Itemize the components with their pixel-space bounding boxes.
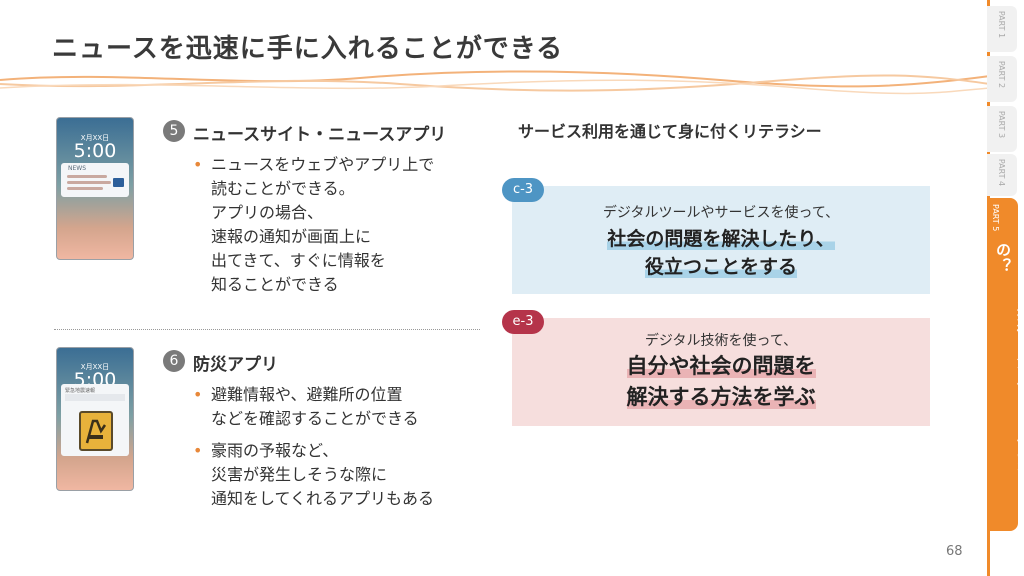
section-divider bbox=[54, 329, 480, 330]
tab-part-5-active[interactable]: PART 5 デジタル技術を活用すると何ができるの？ bbox=[987, 198, 1024, 531]
box-e3-intro: デジタル技術を使って、 bbox=[644, 333, 798, 349]
phone-time: 5:00 bbox=[73, 140, 117, 162]
tab-part-3[interactable]: PART 3 bbox=[987, 106, 1017, 152]
box-c3-intro: デジタルツールやサービスを使って、 bbox=[602, 205, 840, 221]
literacy-box-c3: デジタルツールやサービスを使って、 社会の問題を解決したり、 役立つことをする bbox=[512, 186, 930, 294]
page-number: 68 bbox=[946, 544, 963, 559]
earthquake-warning-icon bbox=[79, 411, 113, 451]
bullet-dot-icon: • bbox=[193, 441, 203, 460]
tag-e3-badge: e-3 bbox=[502, 310, 544, 334]
alert-label: 緊急地震速報 bbox=[65, 388, 96, 394]
item-title-news: ニュースサイト・ニュースアプリ bbox=[193, 125, 447, 145]
tab-part-4[interactable]: PART 4 bbox=[987, 154, 1017, 196]
bullet-dot-icon: • bbox=[193, 155, 203, 174]
tab-part-5-label: PART 5 bbox=[991, 204, 1000, 232]
decorative-waves bbox=[0, 70, 990, 95]
disaster-app-phone-image: X月XX日 5:00 緊急地震速報 bbox=[56, 347, 134, 491]
phone-date: X月XX日 bbox=[80, 134, 110, 142]
disaster-alert-card: 緊急地震速報 bbox=[61, 384, 129, 456]
news-label: NEWS bbox=[68, 165, 87, 172]
alert-message-box bbox=[65, 394, 125, 401]
news-app-icon bbox=[113, 178, 124, 187]
tab-part-2[interactable]: PART 2 bbox=[987, 56, 1017, 102]
box-c3-main-line2: 役立つことをする bbox=[644, 256, 797, 278]
tab-part-1[interactable]: PART 1 bbox=[987, 6, 1017, 52]
phone-date: X月XX日 bbox=[80, 363, 110, 371]
box-c3-main-line1: 社会の問題を解決したり、 bbox=[607, 228, 835, 250]
literacy-box-e3: デジタル技術を使って、 自分や社会の問題を 解決する方法を学ぶ bbox=[512, 318, 930, 426]
bullet-dot-icon: • bbox=[193, 385, 203, 404]
box-e3-main-line2: 解決する方法を学ぶ bbox=[626, 385, 816, 409]
item-title-disaster: 防災アプリ bbox=[193, 355, 278, 375]
tab-part-5-title: デジタル技術を活用すると何ができるの？ bbox=[994, 242, 1024, 514]
tag-c3-badge: c-3 bbox=[502, 178, 544, 202]
news-app-phone-image: X月XX日 5:00 NEWS bbox=[56, 117, 134, 260]
page-title: ニュースを迅速に手に入れることができる bbox=[52, 34, 564, 64]
box-e3-main-line1: 自分や社会の問題を bbox=[626, 354, 816, 378]
item-number-5: 5 bbox=[163, 120, 185, 142]
literacy-heading: サービス利用を通じて身に付くリテラシー bbox=[518, 122, 822, 141]
item-number-6: 6 bbox=[163, 350, 185, 372]
news-notification-card: NEWS bbox=[61, 163, 129, 197]
